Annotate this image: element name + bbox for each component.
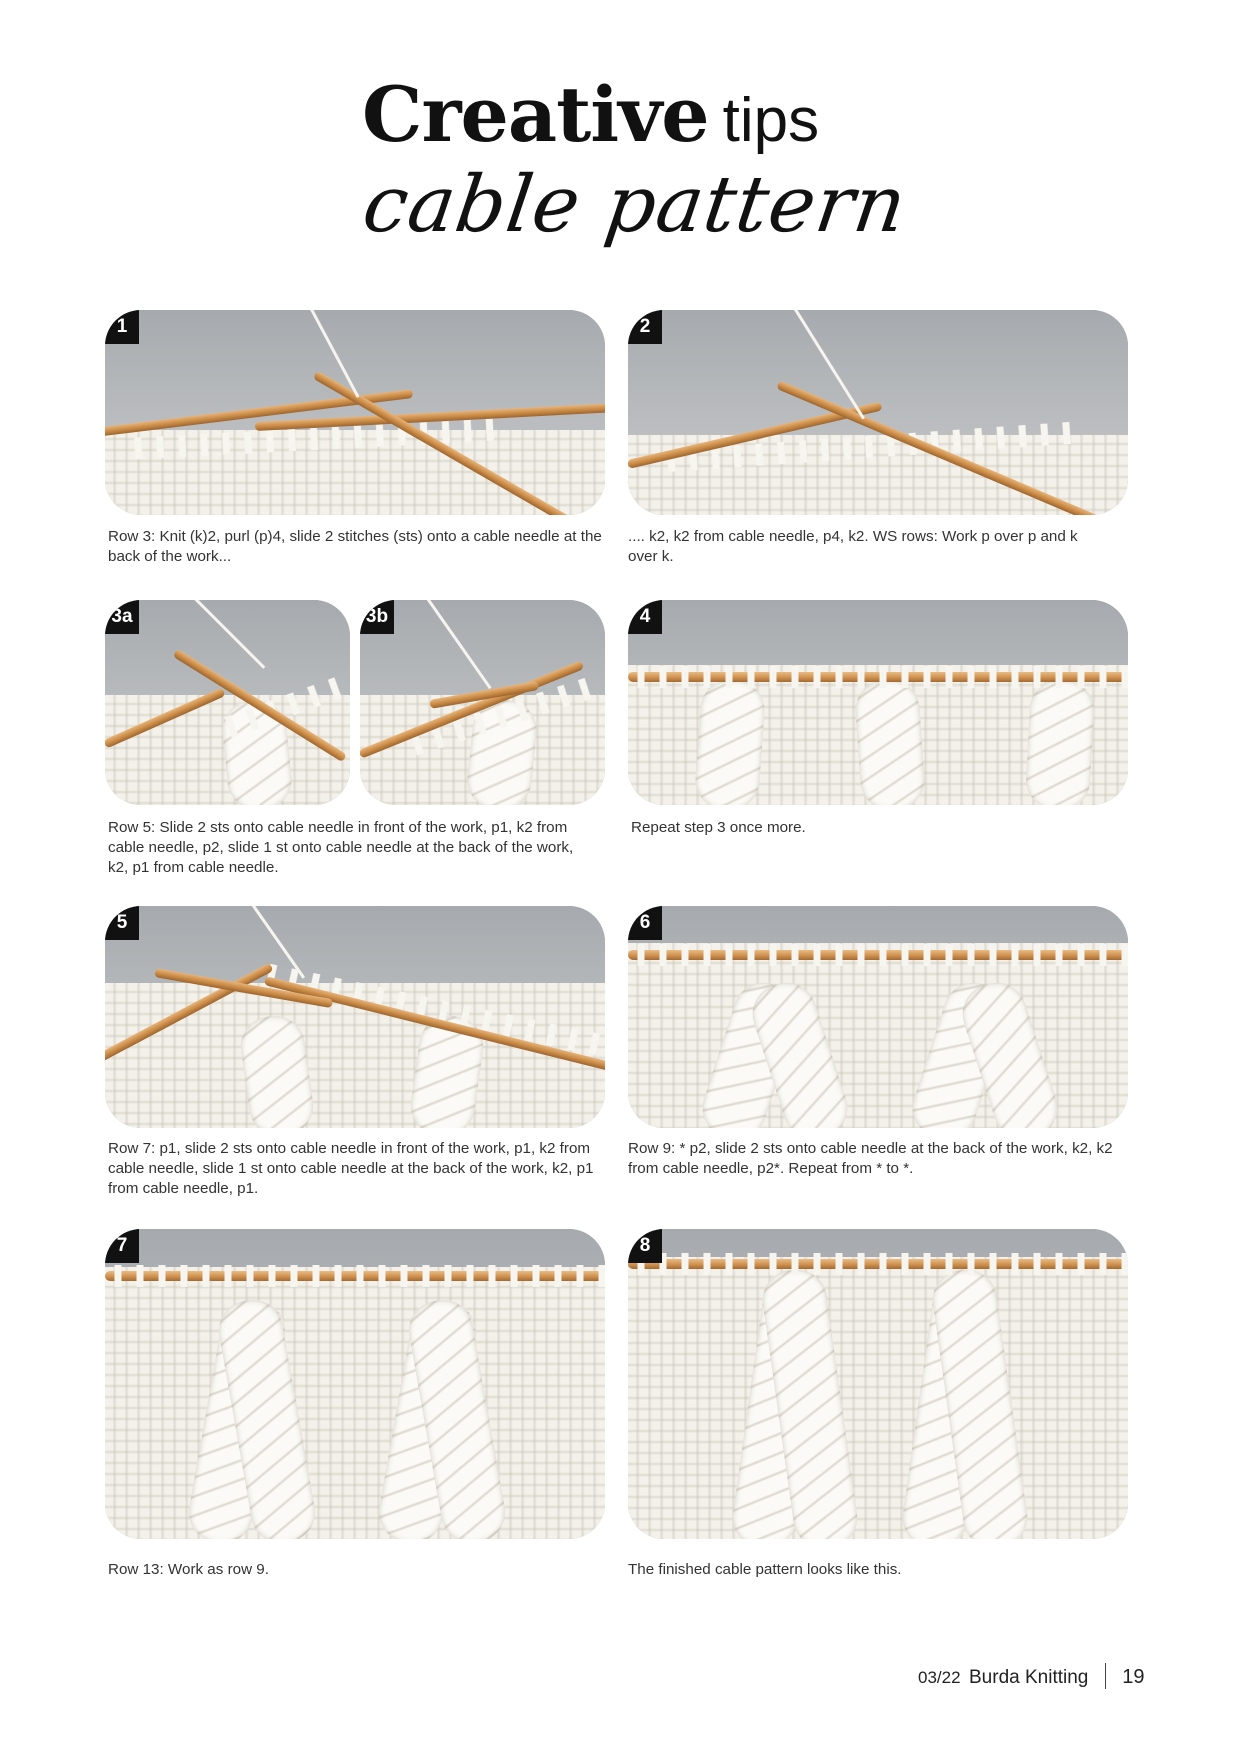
step-2-photo: 2 <box>628 310 1128 515</box>
step-badge: 5 <box>105 906 139 940</box>
step-6-photo: 6 <box>628 906 1128 1128</box>
step-4-caption: Repeat step 3 once more. <box>631 819 806 836</box>
step-badge: 4 <box>628 600 662 634</box>
step-7-photo: 7 <box>105 1229 605 1539</box>
step-1-photo: 1 <box>105 310 605 515</box>
step-4-photo: 4 <box>628 600 1128 805</box>
step-badge: 7 <box>105 1229 139 1263</box>
issue-number: 03/22 <box>918 1668 961 1687</box>
title-bold: Creative <box>362 70 710 159</box>
step-6-caption: Row 9: * p2, slide 2 sts onto cable need… <box>628 1140 1113 1177</box>
magazine-name: Burda Knitting <box>969 1667 1089 1688</box>
page-number: 19 <box>1122 1666 1145 1688</box>
footer-divider <box>1104 1663 1106 1689</box>
page-footer: 03/22 Burda Knitting 19 <box>918 1663 1145 1689</box>
step-7-caption: Row 13: Work as row 9. <box>108 1561 269 1578</box>
step-badge: 3a <box>105 600 139 634</box>
step-3a-photo: 3a <box>105 600 350 805</box>
step-badge: 6 <box>628 906 662 940</box>
step-2-caption: .... k2, k2 from cable needle, p4, k2. W… <box>628 528 1078 565</box>
step-5-caption: Row 7: p1, slide 2 sts onto cable needle… <box>108 1140 594 1197</box>
step-8-photo: 8 <box>628 1229 1128 1539</box>
step-8-caption: The finished cable pattern looks like th… <box>628 1561 902 1578</box>
step-badge: 2 <box>628 310 662 344</box>
step-5-photo: 5 <box>105 906 605 1128</box>
step-badge: 1 <box>105 310 139 344</box>
page-subtitle: cable pattern <box>357 160 913 250</box>
step-3-caption: Row 5: Slide 2 sts onto cable needle in … <box>108 819 574 876</box>
step-3b-photo: 3b <box>360 600 605 805</box>
title-light: tips <box>722 86 820 155</box>
step-badge: 8 <box>628 1229 662 1263</box>
step-1-caption: Row 3: Knit (k)2, purl (p)4, slide 2 sti… <box>108 528 602 565</box>
step-badge: 3b <box>360 600 394 634</box>
